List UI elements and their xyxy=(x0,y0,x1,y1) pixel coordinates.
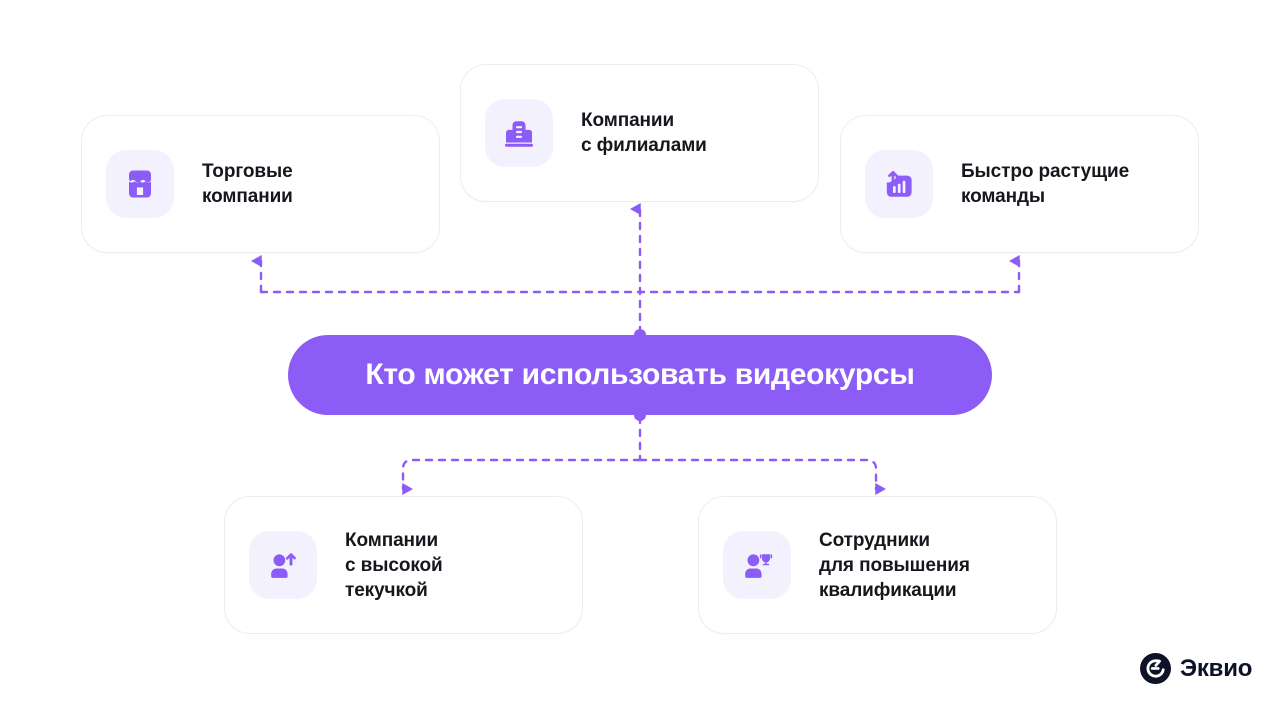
card-employees-upskilling[interactable]: Сотрудники для повышения квалификации xyxy=(698,496,1057,634)
card-turnover-label: Компании с высокой текучкой xyxy=(345,529,443,601)
growth-chart-icon xyxy=(886,171,912,197)
ekvio-circle-mark-icon xyxy=(1140,653,1171,684)
growth-chart-icon-tile xyxy=(865,150,933,218)
office-building-icon xyxy=(505,121,533,147)
card-retail-companies[interactable]: Торговые компании xyxy=(81,115,440,253)
card-fast-growing-teams[interactable]: Быстро растущие команды xyxy=(840,115,1199,253)
brand-logo-text: Эквио xyxy=(1180,654,1253,682)
card-high-turnover-companies[interactable]: Компании с высокой текучкой xyxy=(224,496,583,634)
office-building-icon-tile xyxy=(485,99,553,167)
card-upskill-label: Сотрудники для повышения квалификации xyxy=(819,529,970,601)
card-companies-with-branches[interactable]: Компании с филиалами xyxy=(460,64,819,202)
brand-logo[interactable]: Эквио xyxy=(1140,653,1252,684)
person-arrow-up-icon xyxy=(271,553,296,578)
person-trophy-icon xyxy=(745,554,773,578)
card-growing-label: Быстро растущие команды xyxy=(961,161,1130,207)
card-branches-label: Компании с филиалами xyxy=(581,110,707,156)
store-icon xyxy=(129,170,152,198)
person-arrow-up-icon-tile xyxy=(249,531,317,599)
center-pill-label: Кто может использовать видеокурсы xyxy=(365,358,915,391)
connector-to-turnover xyxy=(401,458,642,495)
center-pill[interactable]: Кто может использовать видеокурсы xyxy=(288,335,992,415)
person-trophy-icon-tile xyxy=(723,531,791,599)
connector-to-upskill xyxy=(638,458,887,495)
store-icon-tile xyxy=(106,150,174,218)
card-retail-label: Торговые компании xyxy=(202,161,293,207)
